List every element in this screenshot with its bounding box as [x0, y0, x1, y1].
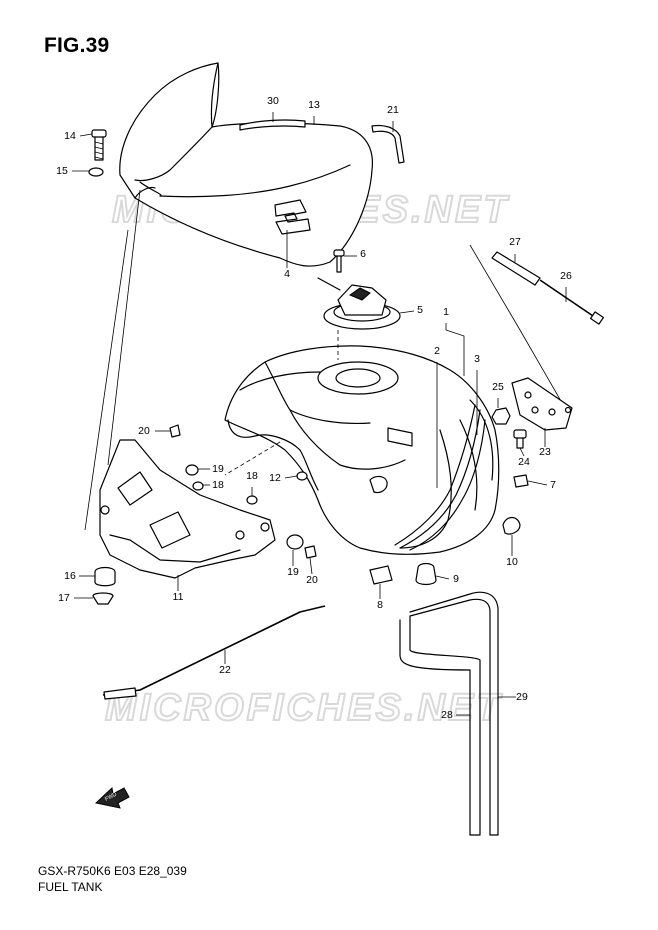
figure-title: FIG.39 [44, 34, 110, 57]
callout-10: 10 [506, 556, 518, 568]
screw-part-18b [246, 495, 258, 505]
bolt-part-26 [539, 279, 597, 319]
fuel-tank-part-1 [224, 345, 500, 555]
grommet-part-19 [185, 464, 199, 476]
callout-22: 22 [219, 664, 231, 676]
callout-18: 18 [246, 470, 258, 482]
bolt-part-24 [513, 429, 527, 449]
callout-3: 3 [474, 353, 480, 365]
callout-4: 4 [284, 268, 290, 280]
callout-21: 21 [387, 104, 399, 116]
callout-30: 30 [267, 95, 279, 107]
callout-9: 9 [453, 573, 459, 585]
trim-strip-part-30 [239, 119, 306, 131]
collar-part-17 [92, 592, 114, 605]
cap-part-10 [502, 516, 521, 535]
callout-8: 8 [377, 599, 383, 611]
callout-11: 11 [173, 591, 184, 603]
callout-20: 20 [306, 574, 318, 586]
tank-cover-part-13 [119, 62, 374, 267]
nut-part-25 [491, 407, 511, 425]
bolt-part-12 [296, 471, 308, 481]
callout-18: 18 [212, 479, 224, 491]
callout-2: 2 [434, 345, 440, 357]
figure-name: FUEL TANK [38, 880, 103, 894]
fuel-cap-part-5 [317, 277, 401, 330]
callout-13: 13 [308, 99, 320, 111]
clip-part-20b [304, 545, 317, 559]
cushion-part-8 [369, 565, 393, 585]
callout-19: 19 [287, 566, 299, 578]
callout-20: 20 [138, 425, 150, 437]
leader-lines [72, 112, 567, 716]
callout-14: 14 [64, 130, 76, 142]
rod-part-22 [102, 605, 326, 696]
callout-23: 23 [539, 446, 551, 458]
rod-part-27 [491, 251, 541, 286]
grommet-part-19b [286, 534, 304, 550]
callout-6: 6 [360, 248, 366, 260]
callout-26: 26 [560, 270, 572, 282]
clip-part-20 [169, 424, 181, 438]
fwd-arrow-icon: FWD [94, 786, 130, 809]
callout-12: 12 [269, 472, 281, 484]
callout-5: 5 [417, 304, 423, 316]
cushion-part-16 [94, 566, 116, 587]
callout-29: 29 [516, 691, 528, 703]
watermark-bottom: MICROFICHES.NET [105, 687, 503, 729]
bolt-part-14 [91, 129, 107, 161]
callout-24: 24 [518, 456, 530, 468]
screw-part-18 [192, 481, 204, 491]
callout-7: 7 [550, 479, 556, 491]
bolt-part-6 [333, 249, 345, 273]
hoses-part-28-29 [399, 591, 499, 836]
bracket-part-11 [99, 439, 276, 579]
callout-1: 1 [443, 306, 449, 318]
figure-code: GSX-R750K6 E03 E28_039 [38, 864, 187, 878]
hose-part-21 [371, 124, 405, 164]
bracket-part-23 [511, 377, 573, 431]
cushion-part-9 [415, 562, 437, 586]
callout-19: 19 [212, 463, 224, 475]
fwd-label: FWD [104, 792, 118, 803]
washer-part-15 [88, 167, 104, 177]
cushion-part-7 [513, 474, 529, 488]
callout-28: 28 [441, 709, 453, 721]
callout-17: 17 [58, 592, 70, 604]
callout-15: 15 [56, 165, 68, 177]
callout-16: 16 [64, 570, 76, 582]
callout-25: 25 [492, 381, 504, 393]
callout-27: 27 [509, 236, 521, 248]
